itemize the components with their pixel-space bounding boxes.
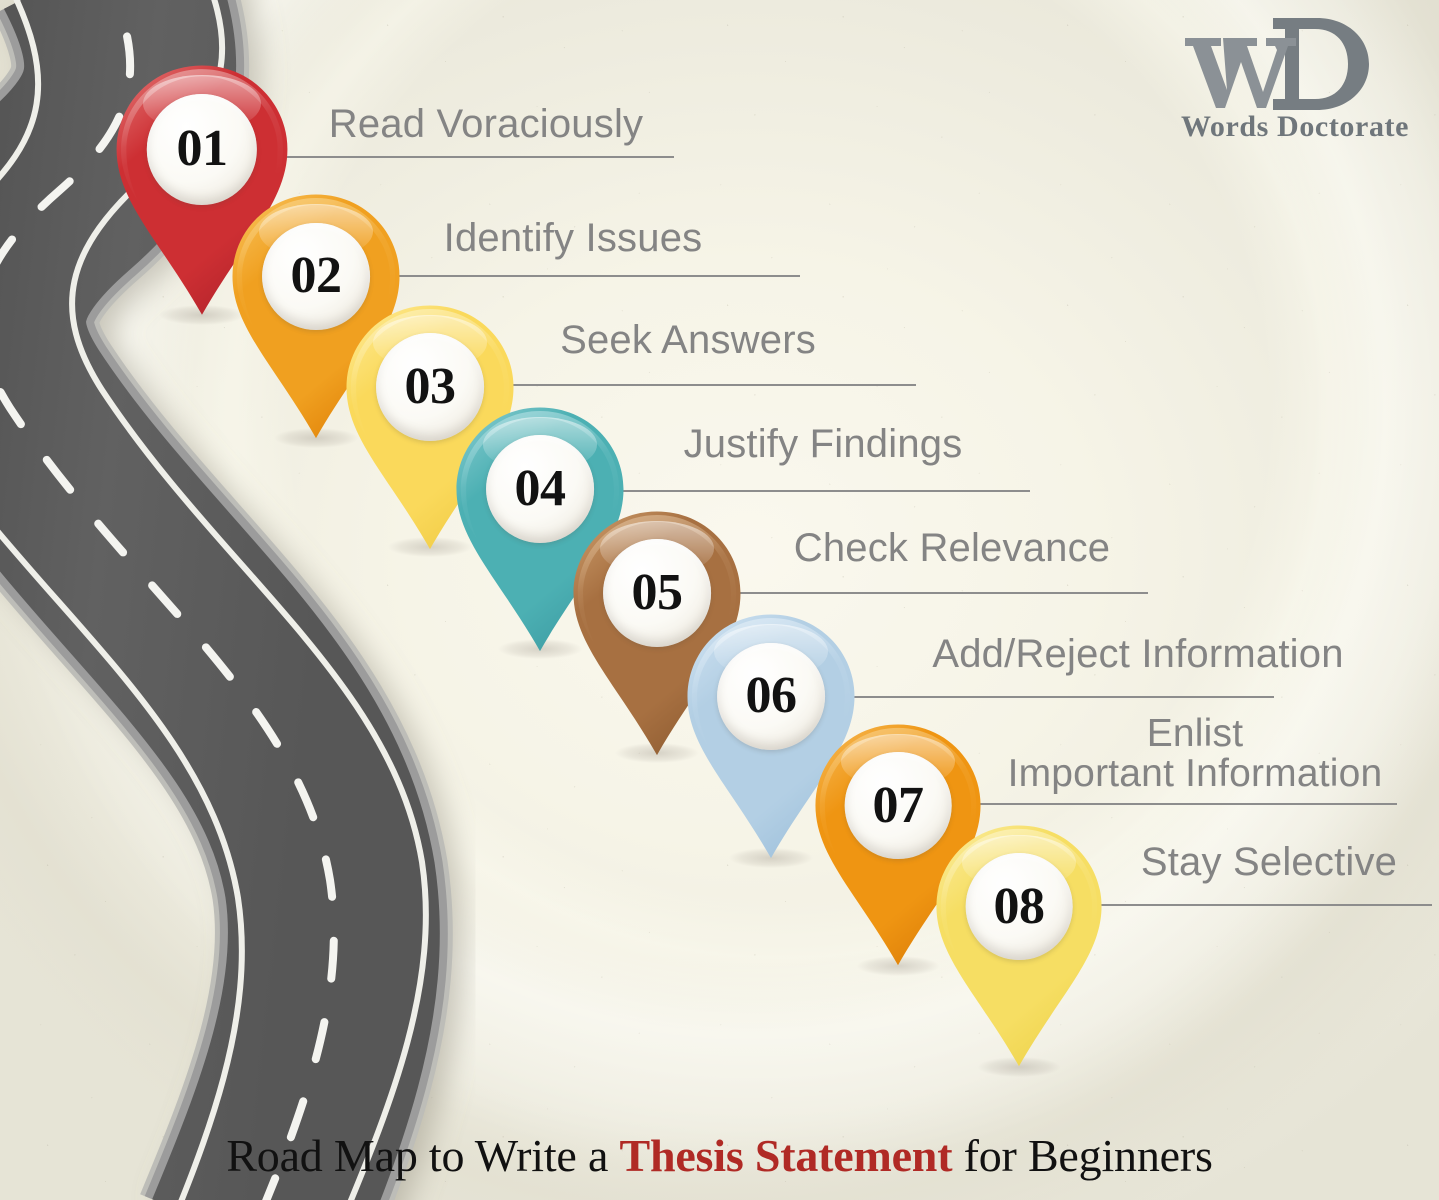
map-pin-number: 02 [290,247,343,305]
map-pin-disc: 06 [717,642,825,751]
map-pin-disc: 08 [965,853,1073,960]
map-pin-number: 07 [872,776,925,834]
footer-title-before: Road Map to Write a [226,1130,620,1181]
step-connector-01 [232,156,674,158]
footer-title-after: for Beginners [952,1130,1213,1181]
step-connector-02 [344,275,800,277]
map-pin-number: 01 [176,120,228,178]
footer-title: Road Map to Write a Thesis Statement for… [0,1129,1439,1182]
step-label-07: Enlist Important Information [1007,712,1383,795]
step-label-08: Stay Selective [1140,840,1398,884]
wd-monogram-icon [1169,12,1421,116]
map-pin-08[interactable]: 08 [933,822,1105,1080]
step-label-01: Read Voraciously [328,102,644,146]
step-label-03: Seek Answers [560,318,816,362]
step-connector-05 [694,592,1148,594]
step-connector-06 [812,696,1274,698]
map-pin-number: 06 [745,667,798,725]
step-connector-03 [460,384,916,386]
step-label-04: Justify Findings [683,422,963,466]
step-connector-08 [1060,904,1432,906]
brand-logo: Words Doctorate [1169,12,1421,144]
step-label-02: Identify Issues [443,216,703,260]
map-pin-number: 03 [404,358,457,416]
step-connector-04 [580,490,1030,492]
map-pin-number: 08 [993,877,1046,935]
map-pin-disc: 01 [146,94,258,205]
map-pin-number: 05 [631,564,684,622]
step-label-05: Check Relevance [793,526,1111,570]
footer-title-accent: Thesis Statement [619,1130,953,1181]
brand-name: Words Doctorate [1180,110,1410,143]
step-label-06: Add/Reject Information [932,632,1344,676]
step-connector-07 [937,803,1397,805]
map-pin-number: 04 [514,460,567,518]
